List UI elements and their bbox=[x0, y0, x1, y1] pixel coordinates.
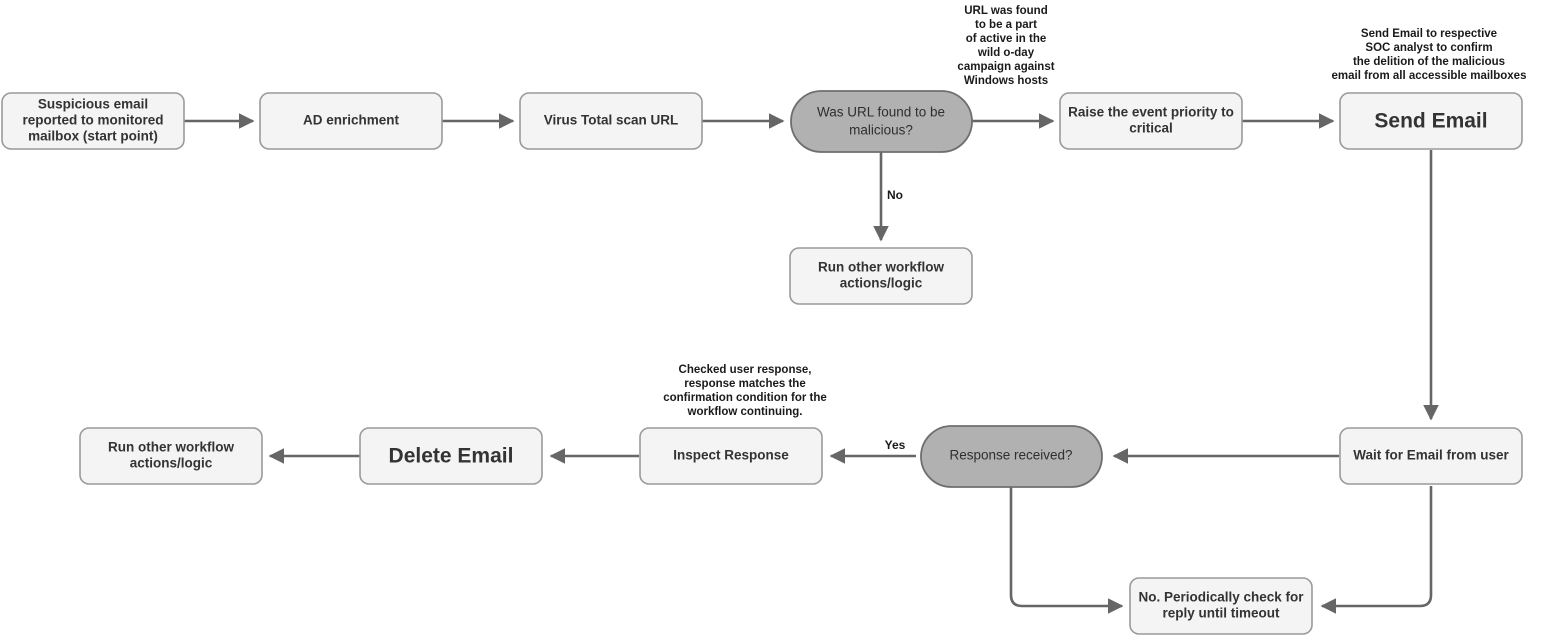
svg-text:Send Email to respective: Send Email to respective bbox=[1361, 28, 1497, 40]
node-shape[interactable] bbox=[789, 247, 973, 305]
svg-text:reply until timeout: reply until timeout bbox=[1162, 606, 1280, 621]
svg-text:email from all accessible mail: email from all accessible mailboxes bbox=[1332, 70, 1527, 82]
node-shape[interactable] bbox=[1129, 577, 1313, 635]
svg-text:actions/logic: actions/logic bbox=[840, 276, 923, 291]
node-shape[interactable] bbox=[1, 92, 185, 150]
edge-wait-for-email-to-periodic-check bbox=[1320, 486, 1433, 614]
svg-text:Run other workflow: Run other workflow bbox=[108, 440, 234, 455]
svg-text:campaign against: campaign against bbox=[957, 61, 1054, 73]
svg-text:No. Periodically check for: No. Periodically check for bbox=[1138, 590, 1304, 605]
node-run-other-workflow-bottom[interactable]: Run other workflow actions/logic bbox=[79, 427, 263, 485]
node-periodic-check-for-reply[interactable]: No. Periodically check for reply until t… bbox=[1129, 577, 1313, 635]
node-shape[interactable] bbox=[639, 427, 823, 485]
node-send-email[interactable]: Send Email bbox=[1339, 92, 1523, 150]
node-shape[interactable] bbox=[920, 425, 1103, 488]
svg-text:Send Email: Send Email bbox=[1374, 110, 1487, 133]
node-shape[interactable] bbox=[790, 90, 973, 153]
svg-text:SOC analyst to confirm: SOC analyst to confirm bbox=[1365, 42, 1492, 54]
svg-text:confirmation condition for the: confirmation condition for the bbox=[663, 392, 827, 404]
svg-text:workflow continuing.: workflow continuing. bbox=[687, 406, 803, 418]
edge-response-received-no-to-periodic-check bbox=[1009, 487, 1124, 614]
svg-text:Checked user response,: Checked user response, bbox=[679, 364, 812, 376]
node-was-url-malicious-decision[interactable]: Was URL found to be malicious? bbox=[790, 90, 973, 153]
svg-text:reported to monitored: reported to monitored bbox=[23, 113, 164, 128]
node-wait-for-email-from-user[interactable]: Wait for Email from user bbox=[1339, 427, 1523, 485]
node-ad-enrichment[interactable]: AD enrichment bbox=[259, 92, 443, 150]
node-shape[interactable] bbox=[259, 92, 443, 150]
node-suspicious-email-start[interactable]: Suspicious email reported to monitored m… bbox=[1, 92, 185, 150]
node-inspect-response[interactable]: Inspect Response bbox=[639, 427, 823, 485]
node-shape[interactable] bbox=[359, 427, 543, 485]
node-delete-email[interactable]: Delete Email bbox=[359, 427, 543, 485]
svg-text:wild o-day: wild o-day bbox=[977, 47, 1035, 59]
svg-text:Raise the event priority to: Raise the event priority to bbox=[1068, 105, 1234, 120]
node-shape[interactable] bbox=[1339, 427, 1523, 485]
edge-label-checked-user-response: Checked user response, response matches … bbox=[663, 364, 827, 418]
svg-text:Inspect Response: Inspect Response bbox=[673, 448, 789, 463]
svg-text:the delition of the malicious: the delition of the malicious bbox=[1353, 56, 1505, 68]
node-raise-event-priority[interactable]: Raise the event priority to critical bbox=[1059, 92, 1243, 150]
svg-text:Suspicious email: Suspicious email bbox=[38, 97, 148, 112]
edge-label-url-campaign: URL was found to be a part of active in … bbox=[957, 5, 1054, 87]
svg-text:URL was found: URL was found bbox=[964, 5, 1047, 17]
svg-text:Run other workflow: Run other workflow bbox=[818, 260, 944, 275]
node-response-received-decision[interactable]: Response received? bbox=[920, 425, 1103, 488]
svg-text:Windows hosts: Windows hosts bbox=[964, 75, 1048, 87]
node-shape[interactable] bbox=[1339, 92, 1523, 150]
edge-label-decision-yes: Yes bbox=[885, 438, 906, 452]
svg-text:Response received?: Response received? bbox=[949, 448, 1072, 463]
svg-text:Was URL found to be: Was URL found to be bbox=[817, 105, 945, 120]
node-virus-total-scan-url[interactable]: Virus Total scan URL bbox=[519, 92, 703, 150]
edge-label-send-email-soc: Send Email to respective SOC analyst to … bbox=[1332, 28, 1527, 82]
svg-text:of active in the: of active in the bbox=[966, 33, 1047, 45]
node-shape[interactable] bbox=[79, 427, 263, 485]
node-shape[interactable] bbox=[1059, 92, 1243, 150]
node-run-other-workflow-top[interactable]: Run other workflow actions/logic bbox=[789, 247, 973, 305]
node-shape[interactable] bbox=[519, 92, 703, 150]
svg-text:Delete Email: Delete Email bbox=[389, 445, 514, 468]
svg-text:actions/logic: actions/logic bbox=[130, 456, 213, 471]
svg-text:Wait for Email from user: Wait for Email from user bbox=[1353, 448, 1509, 463]
svg-text:response matches the: response matches the bbox=[684, 378, 805, 390]
svg-text:Virus Total scan URL: Virus Total scan URL bbox=[544, 113, 679, 128]
svg-text:critical: critical bbox=[1129, 121, 1173, 136]
svg-text:AD enrichment: AD enrichment bbox=[303, 113, 400, 128]
edge-label-decision-no: No bbox=[887, 188, 903, 202]
svg-text:to be a part: to be a part bbox=[975, 19, 1037, 31]
svg-text:mailbox (start point): mailbox (start point) bbox=[28, 129, 158, 144]
svg-text:malicious?: malicious? bbox=[849, 123, 913, 138]
